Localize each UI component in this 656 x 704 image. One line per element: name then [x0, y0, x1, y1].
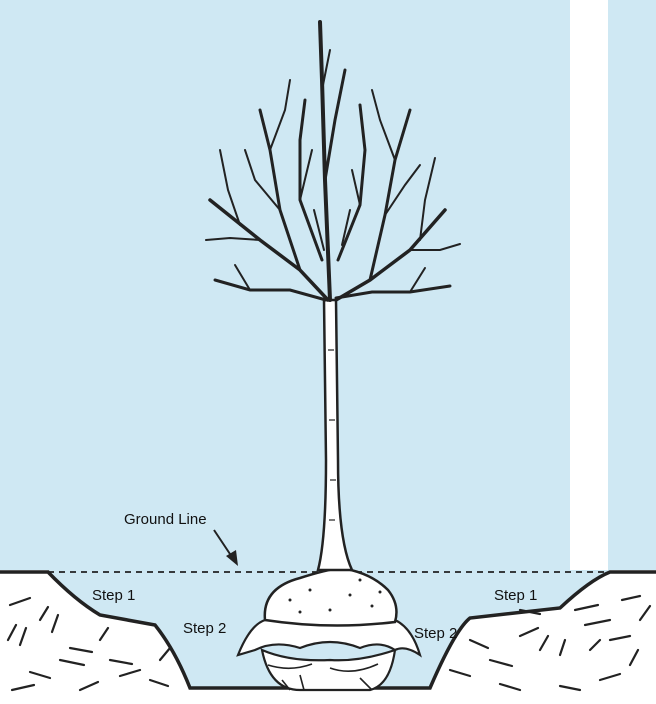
margin-strip — [570, 0, 608, 570]
root-ball-bottom — [262, 650, 395, 690]
ground-line-arrow — [214, 530, 238, 566]
tree-branches — [206, 22, 460, 300]
root-ball — [265, 568, 397, 626]
step1-right-label: Step 1 — [494, 587, 537, 604]
step2-right-label: Step 2 — [414, 625, 457, 642]
step1-left-label: Step 1 — [92, 587, 135, 604]
ground-line-label: Ground Line — [124, 511, 207, 528]
tree-trunk — [318, 300, 352, 570]
step2-left-label: Step 2 — [183, 620, 226, 637]
